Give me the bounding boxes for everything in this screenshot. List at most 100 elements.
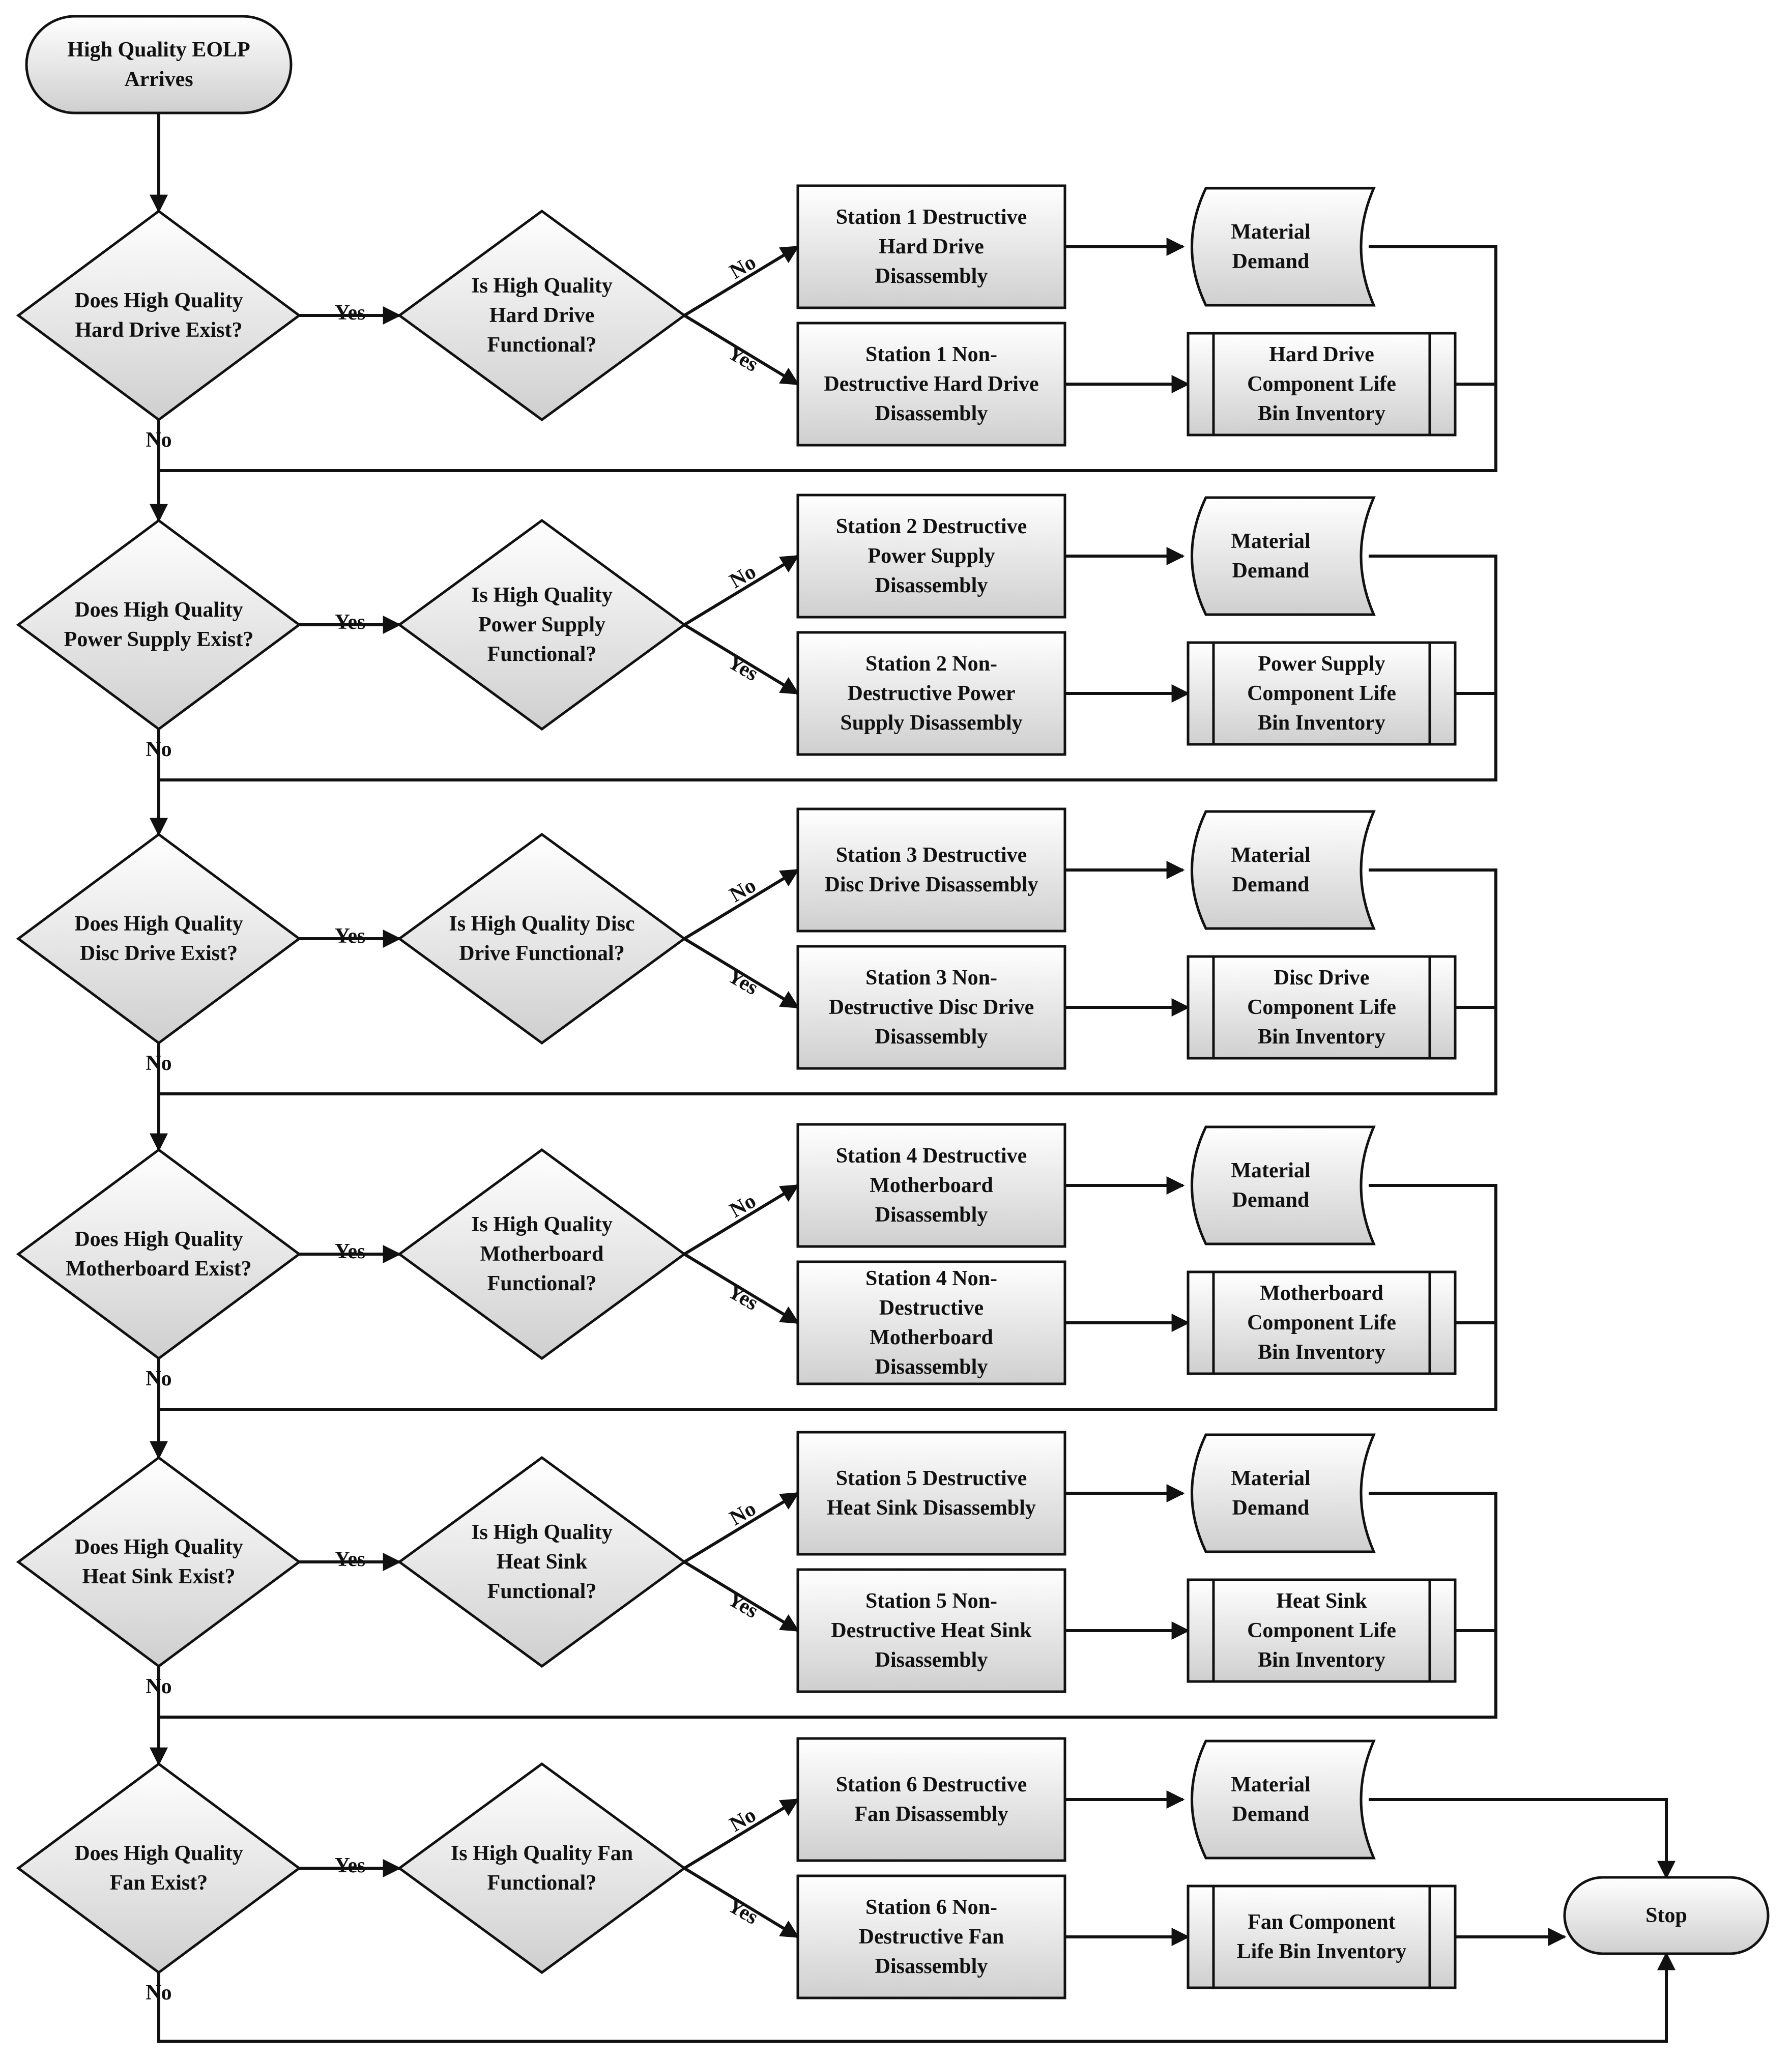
row3-nondestructive-label-line: Disassembly (875, 1025, 988, 1049)
row1-exist-label-line: Hard Drive Exist? (75, 318, 243, 342)
row5-exist-label-line: Heat Sink Exist? (82, 1565, 235, 1588)
row2-functional-yes-label: Yes (724, 650, 762, 686)
row6-functional-label-line: Functional? (487, 1871, 597, 1895)
row5-nondestructive-label: Station 5 Non-Destructive Heat SinkDisas… (831, 1589, 1032, 1672)
row1-functional-yes-edge (683, 314, 800, 386)
row4-nondestructive-label-line: Station 4 Non- (865, 1267, 997, 1290)
row1-exist-label-line: Does High Quality (74, 289, 243, 312)
row6-exist-label-line: Does High Quality (74, 1842, 243, 1865)
row2-nondestructive-station-shape (796, 631, 1066, 756)
row1-nondestructive-label-line: Station 1 Non- (865, 343, 997, 366)
row3-material-demand-shape (1191, 810, 1376, 930)
row4-functional-no-label: No (726, 1189, 760, 1223)
row2-inventory-label-line: Bin Inventory (1258, 711, 1385, 735)
row4-material-demand-label-line: Demand (1232, 1188, 1310, 1212)
row1-exist-decision-shape (16, 209, 302, 422)
row2-functional-no-label: No (726, 560, 760, 593)
row2-material-demand-label-line: Material (1231, 530, 1310, 553)
row2-destructive-label-line: Station 2 Destructive (836, 515, 1027, 538)
row1-nondestructive-label-line: Destructive Hard Drive (824, 372, 1038, 396)
row1-inventory-label-line: Hard Drive (1269, 343, 1374, 366)
row5-nondestructive-station-shape (796, 1568, 1066, 1693)
row5-material-demand-shape (1191, 1433, 1376, 1553)
row1-yes-label: Yes (335, 301, 366, 325)
row6-exist-decision-shape (16, 1762, 302, 1975)
row1-functional-label-line: Hard Drive (489, 304, 594, 327)
row6-component-inventory-shape (1187, 1884, 1457, 1989)
row5-yes-label: Yes (335, 1548, 366, 1571)
row6-material-demand-label-line: Material (1231, 1773, 1310, 1796)
row2-yes-label: Yes (335, 611, 366, 634)
row4-destructive-label-line: Station 4 Destructive (836, 1144, 1027, 1168)
row5-functional-label-line: Functional? (487, 1580, 597, 1603)
row2-destructive-label-line: Disassembly (875, 574, 988, 597)
row4-exist-no-label: No (146, 1367, 171, 1390)
row1-destructive-label-line: Station 1 Destructive (836, 206, 1027, 229)
row6-exist-label-line: Fan Exist? (110, 1871, 208, 1895)
row4-destructive-label: Station 4 DestructiveMotherboardDisassem… (836, 1144, 1027, 1227)
row1-nondestructive-label-line: Disassembly (875, 402, 988, 425)
row6-nondestructive-station-shape (796, 1874, 1066, 1999)
row3-component-inventory-shape (1187, 955, 1457, 1060)
row1-functional-yes-label: Yes (724, 341, 762, 376)
row5-exist-label-line: Does High Quality (74, 1535, 243, 1559)
row5-material-demand-label-line: Material (1231, 1467, 1310, 1490)
row5-component-inventory-shape (1187, 1578, 1457, 1683)
row1-component-inventory-shape (1187, 332, 1457, 437)
row4-functional-label-line: Is High Quality (471, 1213, 613, 1236)
row6-nondestructive-label-line: Disassembly (875, 1955, 988, 1978)
row1-functional-decision-shape (397, 209, 687, 422)
row3-functional-label-line: Is High Quality Disc (449, 912, 634, 936)
row2-exist-decision-shape (16, 518, 302, 731)
row6-inventory-label-line: Fan Component (1248, 1910, 1396, 1934)
row2-exist-label-line: Power Supply Exist? (64, 628, 254, 651)
row4-component-inventory-shape (1187, 1270, 1457, 1375)
row2-exist-no-label: No (146, 738, 171, 761)
row1-material-demand-shape (1191, 187, 1376, 307)
row3-functional-yes-edge (683, 937, 800, 1009)
row4-functional-yes-label: Yes (724, 1280, 762, 1315)
row6-inventory-label-line: Life Bin Inventory (1237, 1940, 1407, 1963)
row3-nondestructive-label-line: Destructive Disc Drive (829, 996, 1034, 1019)
row6-functional-decision-shape (397, 1762, 687, 1975)
row5-destructive-label-line: Station 5 Destructive (836, 1467, 1027, 1490)
row3-inventory-label-line: Component Life (1247, 996, 1396, 1019)
row3-material-demand-label-line: Demand (1232, 873, 1310, 896)
row4-nondestructive-label: Station 4 Non-DestructiveMotherboardDisa… (865, 1267, 997, 1379)
row1-functional-label-line: Is High Quality (471, 274, 613, 298)
row6-functional-yes-edge (683, 1867, 800, 1938)
row3-inventory-label-line: Disc Drive (1274, 966, 1370, 990)
row2-functional-no-edge (683, 555, 800, 626)
row2-functional-decision-shape (397, 518, 687, 731)
row5-functional-label-line: Is High Quality (471, 1521, 613, 1544)
row5-functional-yes-edge (683, 1560, 800, 1632)
row5-exist-no-label: No (146, 1675, 171, 1698)
stop-label: Stop (1645, 1904, 1687, 1927)
row4-destructive-label-line: Motherboard (870, 1174, 993, 1197)
start-label-line: Arrives (124, 68, 193, 91)
row4-functional-no-edge (683, 1184, 800, 1256)
row1-functional-label-line: Functional? (487, 333, 597, 357)
row4-functional-label-line: Motherboard (480, 1242, 604, 1266)
row5-nondestructive-label-line: Disassembly (875, 1648, 988, 1672)
row3-exist-label-line: Disc Drive Exist? (80, 942, 238, 965)
row1-destructive-station-shape (796, 184, 1066, 309)
row4-exist-decision-shape (16, 1148, 302, 1360)
row2-exist-label-line: Does High Quality (74, 598, 243, 622)
